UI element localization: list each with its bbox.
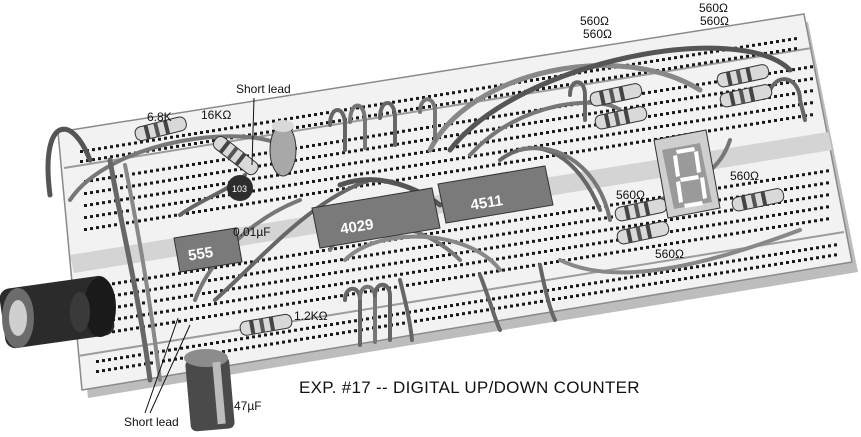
integrated-circuits: 555 4029 4511 bbox=[173, 165, 554, 273]
seven-segment-display bbox=[653, 129, 721, 219]
label-001uf: 0.01µF bbox=[233, 225, 271, 239]
svg-text:4511: 4511 bbox=[469, 192, 504, 214]
dc-power-jack bbox=[0, 275, 116, 349]
label-560-right: 560Ω bbox=[730, 169, 759, 183]
svg-text:555: 555 bbox=[187, 244, 214, 265]
resistor-1-2k bbox=[239, 313, 293, 336]
label-560-a2: 560Ω bbox=[583, 27, 612, 41]
svg-text:4029: 4029 bbox=[339, 216, 375, 238]
diagram-caption: EXP. #17 -- DIGITAL UP/DOWN COUNTER bbox=[299, 378, 640, 397]
resistor-560-right bbox=[731, 188, 785, 212]
label-560-mid-a: 560Ω bbox=[616, 188, 645, 202]
label-6-8k: 6.8K bbox=[147, 110, 172, 124]
resistor-560-mid-2 bbox=[616, 221, 670, 245]
ic-555: 555 bbox=[173, 227, 243, 273]
resistor-560-top-3 bbox=[716, 64, 770, 88]
resistor-560-top-1 bbox=[589, 83, 643, 107]
label-47uf: 47µF bbox=[234, 399, 262, 413]
resistor-560-top-2 bbox=[594, 106, 648, 130]
ic-4511: 4511 bbox=[437, 165, 554, 224]
capacitor-47uf bbox=[184, 349, 235, 432]
label-560-b1: 560Ω bbox=[699, 1, 728, 15]
label-16k: 16KΩ bbox=[201, 108, 231, 122]
label-1-2k: 1.2KΩ bbox=[294, 309, 328, 323]
breadboard-holes bbox=[80, 37, 837, 373]
capacitor-103: 103 bbox=[227, 175, 253, 201]
resistor-16k bbox=[212, 136, 259, 176]
ic-4029: 4029 bbox=[311, 187, 441, 249]
resistors bbox=[134, 64, 785, 336]
label-short-lead-top: Short lead bbox=[236, 82, 291, 96]
label-short-lead-bottom: Short lead bbox=[124, 415, 179, 429]
label-560-b2: 560Ω bbox=[700, 14, 729, 28]
resistor-6-8k bbox=[134, 116, 187, 142]
component-labels: 6.8K 16KΩ Short lead 0.01µF 1.2KΩ 47µF S… bbox=[124, 1, 759, 429]
capacitor-tall bbox=[269, 120, 297, 177]
svg-text:103: 103 bbox=[232, 184, 247, 194]
capacitors: 103 bbox=[184, 120, 297, 432]
label-560-mid-b: 560Ω bbox=[655, 247, 684, 261]
resistor-560-top-4 bbox=[719, 84, 773, 108]
label-560-a1: 560Ω bbox=[580, 14, 609, 28]
